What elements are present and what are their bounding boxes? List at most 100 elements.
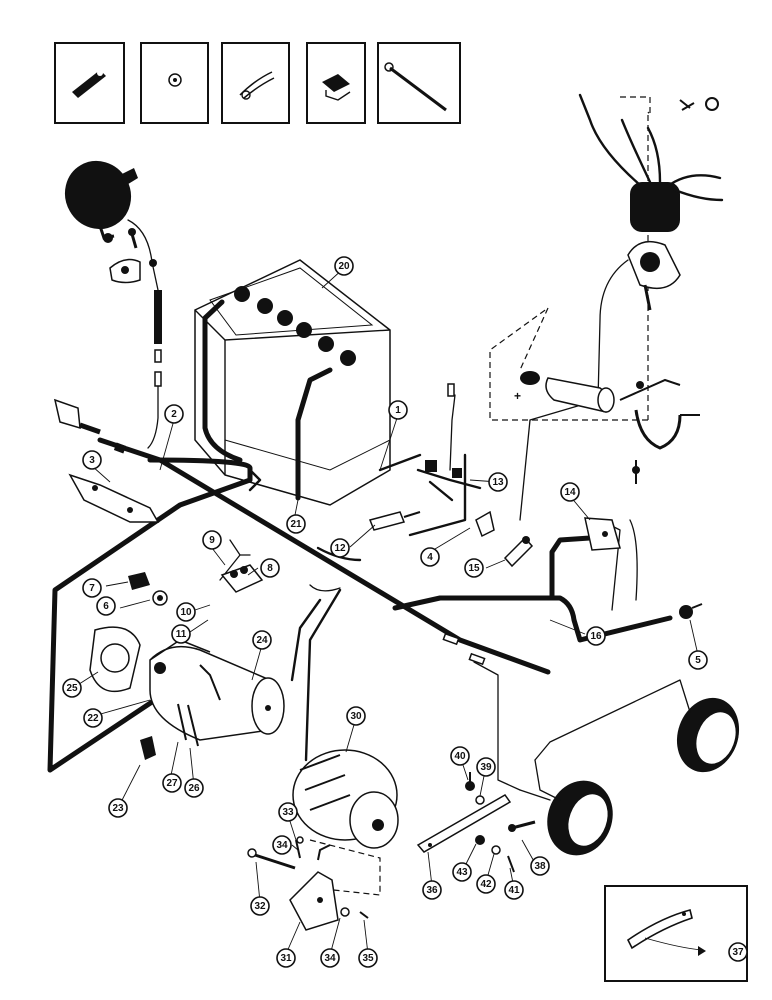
callout-number: 39 [480,762,492,773]
callout-20: 20 [334,256,354,276]
callout-number: 24 [256,635,268,646]
callout-4: 4 [420,547,440,567]
callout-circle [450,746,470,766]
callout-number: 37 [732,947,744,958]
callout-number: 15 [468,563,480,574]
callout-circle [330,538,350,558]
callout-number: 20 [338,261,350,272]
callout-circle [260,558,280,578]
sender-6 [152,590,168,606]
callout-circle [334,256,354,276]
callout-number: 38 [534,861,546,872]
thumbnail-ring-terminal [54,42,125,124]
callout-31: 31 [276,948,296,968]
callout-number: 5 [695,655,701,666]
callout-number: 10 [180,607,192,618]
thumbnail-cable-tie [377,42,461,124]
callout-circle [476,874,496,894]
callout-13: 13 [488,472,508,492]
callout-2: 2 [164,404,184,424]
callout-3: 3 [82,450,102,470]
harness-connectors [113,383,486,666]
callout-21: 21 [286,514,306,534]
callout-circle [108,798,128,818]
callout-number: 7 [89,583,95,594]
callout-number: 13 [492,477,504,488]
callout-circle [252,630,272,650]
callout-number: 26 [188,783,200,794]
callout-number: 2 [171,409,177,420]
callout-circle [96,596,116,616]
callout-9: 9 [202,530,222,550]
callout-33: 33 [278,802,298,822]
connector-14 [584,517,621,551]
callout-circle [82,450,102,470]
callout-41: 41 [504,880,524,900]
callout-12: 12 [330,538,350,558]
callout-11: 11 [171,624,191,644]
callout-circle [202,530,222,550]
callout-circle [276,948,296,968]
callout-number: 3 [89,455,95,466]
thumbnail-row [54,42,461,124]
callout-circle [422,880,442,900]
callout-6: 6 [96,596,116,616]
callout-38: 38 [530,856,550,876]
callout-22: 22 [83,708,103,728]
callout-24: 24 [252,630,272,650]
callout-34: 34 [320,948,340,968]
callout-circle [586,626,606,646]
callout-circle [420,547,440,567]
ignition-coil: + [514,371,700,484]
callout-circle [476,757,496,777]
callout-number: 27 [166,778,178,789]
thumbnail-connector-block [306,42,366,124]
callout-25: 25 [62,678,82,698]
callout-number: 43 [456,867,468,878]
callout-number: 34 [276,840,288,851]
callout-number: 1 [395,405,401,416]
callout-number: 12 [334,543,346,554]
thumbnail-clip [221,42,290,124]
callout-8: 8 [260,558,280,578]
callout-number: 8 [267,563,273,574]
callout-number: 25 [66,683,78,694]
callout-7: 7 [82,578,102,598]
callout-26: 26 [184,778,204,798]
callout-16: 16 [586,626,606,646]
callout-circle [278,802,298,822]
callout-circle [176,602,196,622]
callout-circle [286,514,306,534]
callout-circle [250,896,270,916]
callout-32: 32 [250,896,270,916]
callout-36: 36 [422,880,442,900]
callout-circle [488,472,508,492]
callout-27: 27 [162,773,182,793]
polarity-mark: + [514,389,521,403]
callout-circle [452,862,472,882]
callout-circle [320,948,340,968]
callout-circle [272,835,292,855]
distributor [519,93,724,521]
battery [194,259,391,506]
callout-40: 40 [450,746,470,766]
callout-circle [388,400,408,420]
callout-circle [82,578,102,598]
callout-30: 30 [346,706,366,726]
callout-number: 22 [87,713,99,724]
callout-39: 39 [476,757,496,777]
callout-1: 1 [388,400,408,420]
callout-number: 35 [362,953,374,964]
callout-35: 35 [358,948,378,968]
switch-3-bracket [68,473,160,523]
callout-number: 9 [209,535,215,546]
callout-number: 21 [290,519,302,530]
callout-circle [164,404,184,424]
sender-4 [475,510,495,538]
callout-circle [83,708,103,728]
callout-number: 34 [324,953,336,964]
inset-box [604,885,748,982]
starter-motor [140,639,285,760]
callout-5: 5 [688,650,708,670]
